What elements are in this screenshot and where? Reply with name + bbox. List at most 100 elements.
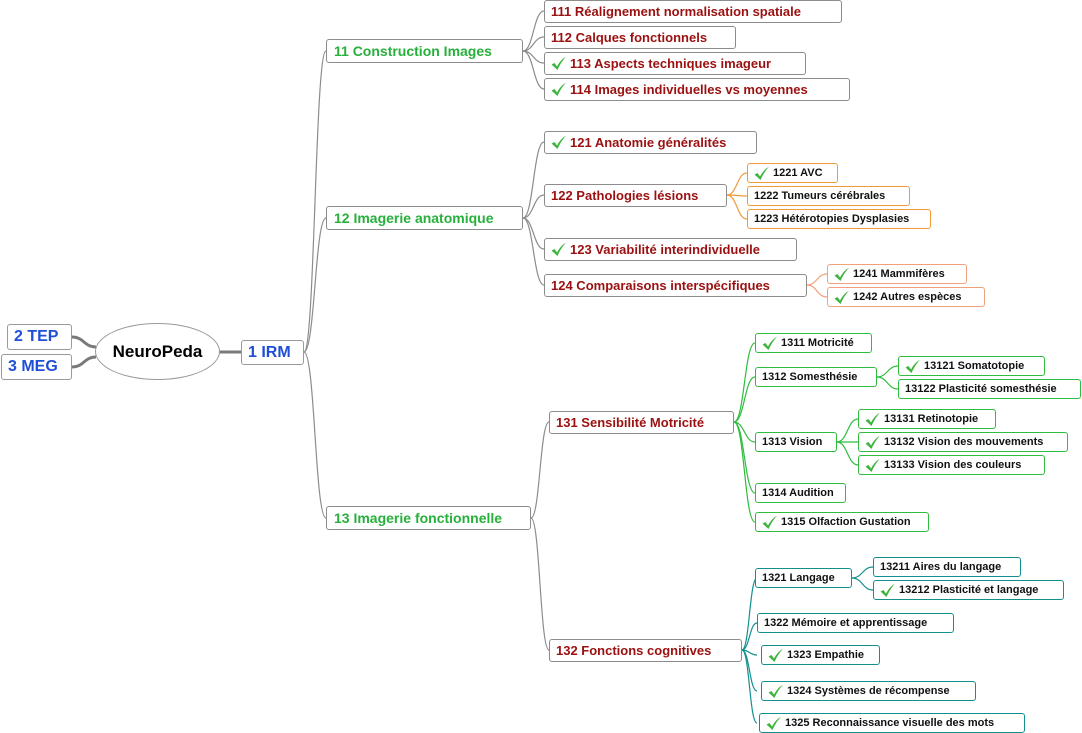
root-label: NeuroPeda — [112, 341, 203, 361]
connector — [303, 217, 327, 353]
node-label: 1222 Tumeurs cérébrales — [754, 190, 886, 202]
node-label: 124 Comparaisons interspécifiques — [551, 278, 770, 293]
check-icon — [768, 648, 783, 662]
check-icon — [905, 359, 920, 373]
connector — [741, 649, 758, 724]
connector — [303, 50, 327, 353]
connector — [522, 217, 545, 250]
node-label: 123 Variabilité interindividuelle — [570, 242, 761, 257]
connector — [71, 355, 97, 369]
node-label: 3 MEG — [8, 358, 58, 375]
node-1314[interactable]: 1314 Audition — [755, 483, 846, 503]
connector — [806, 284, 828, 298]
check-icon — [551, 82, 566, 96]
node-label: 132 Fonctions cognitives — [556, 643, 712, 658]
node-1221[interactable]: 1221 AVC — [747, 163, 838, 183]
node-label: 112 Calques fonctionnels — [551, 30, 708, 45]
node-2-tep[interactable]: 2 TEP — [7, 324, 72, 350]
connector — [876, 365, 899, 378]
connector — [71, 335, 97, 349]
node-123[interactable]: 123 Variabilité interindividuelle — [544, 238, 797, 261]
node-122[interactable]: 122 Pathologies lésions — [544, 184, 727, 207]
node-132[interactable]: 132 Fonctions cognitives — [549, 639, 742, 662]
node-label: 113 Aspects techniques imageur — [570, 56, 772, 71]
node-label: 1314 Audition — [762, 487, 834, 499]
node-124[interactable]: 124 Comparaisons interspécifiques — [544, 274, 807, 297]
node-1312[interactable]: 1312 Somesthésie — [755, 367, 877, 387]
check-icon — [768, 684, 783, 698]
node-label: 1223 Hétérotopies Dysplasies — [754, 213, 910, 225]
node-label: 1322 Mémoire et apprentissage — [764, 617, 928, 629]
node-114[interactable]: 114 Images individuelles vs moyennes — [544, 78, 850, 101]
root-node[interactable]: NeuroPeda — [95, 323, 220, 380]
check-icon — [551, 135, 566, 149]
check-icon — [754, 166, 769, 180]
node-label: 1321 Langage — [762, 572, 835, 584]
connector — [851, 577, 874, 591]
connector — [733, 421, 756, 523]
node-label: 1221 AVC — [773, 167, 823, 179]
node-13121[interactable]: 13121 Somatotopie — [898, 356, 1045, 376]
node-label: 2 TEP — [14, 328, 59, 345]
node-label: 1311 Motricité — [781, 337, 854, 349]
node-11[interactable]: 11 Construction Images — [326, 39, 523, 63]
node-1324[interactable]: 1324 Systèmes de récompense — [761, 681, 976, 701]
node-13133[interactable]: 13133 Vision des couleurs — [858, 455, 1045, 475]
node-label: 11 Construction Images — [334, 43, 492, 59]
node-1311[interactable]: 1311 Motricité — [755, 333, 872, 353]
check-icon — [762, 336, 777, 350]
node-3-meg[interactable]: 3 MEG — [1, 354, 72, 380]
node-1313[interactable]: 1313 Vision — [755, 432, 837, 452]
node-label: 1241 Mammifères — [853, 268, 945, 280]
node-1323[interactable]: 1323 Empathie — [761, 645, 880, 665]
node-1-irm[interactable]: 1 IRM — [241, 340, 304, 365]
check-icon — [834, 290, 849, 304]
connector — [806, 273, 828, 286]
check-icon — [865, 435, 880, 449]
node-label: 13212 Plasticité et langage — [899, 584, 1039, 596]
node-label: 12 Imagerie anatomique — [334, 210, 494, 226]
node-13131[interactable]: 13131 Retinotopie — [858, 409, 996, 429]
node-13212[interactable]: 13212 Plasticité et langage — [873, 580, 1064, 600]
connector — [836, 418, 859, 443]
node-label: 114 Images individuelles vs moyennes — [570, 82, 808, 97]
node-label: 111 Réalignement normalisation spatiale — [551, 4, 801, 19]
connector — [522, 194, 545, 219]
connector — [530, 517, 550, 651]
node-1315[interactable]: 1315 Olfaction Gustation — [755, 512, 929, 532]
connector — [522, 50, 545, 90]
node-131[interactable]: 131 Sensibilité Motricité — [549, 411, 734, 434]
node-13132[interactable]: 13132 Vision des mouvements — [858, 432, 1068, 452]
connector — [836, 441, 859, 466]
node-1241[interactable]: 1241 Mammifères — [827, 264, 967, 284]
connector — [530, 421, 550, 519]
node-113[interactable]: 113 Aspects techniques imageur — [544, 52, 806, 75]
check-icon — [865, 412, 880, 426]
node-1222[interactable]: 1222 Tumeurs cérébrales — [747, 186, 910, 206]
node-13122[interactable]: 13122 Plasticité somesthésie — [898, 379, 1081, 399]
connector — [733, 376, 756, 423]
node-112[interactable]: 112 Calques fonctionnels — [544, 26, 736, 49]
connector — [876, 376, 899, 390]
node-label: 131 Sensibilité Motricité — [556, 415, 705, 430]
node-121[interactable]: 121 Anatomie généralités — [544, 131, 757, 154]
node-13211[interactable]: 13211 Aires du langage — [873, 557, 1021, 577]
check-icon — [551, 56, 566, 70]
node-111[interactable]: 111 Réalignement normalisation spatiale — [544, 0, 842, 23]
node-label: 13211 Aires du langage — [880, 561, 1002, 573]
connector — [741, 577, 758, 651]
node-12[interactable]: 12 Imagerie anatomique — [326, 206, 523, 230]
node-1325[interactable]: 1325 Reconnaissance visuelle des mots — [759, 713, 1025, 733]
connector — [303, 351, 327, 519]
node-label: 122 Pathologies lésions — [551, 188, 699, 203]
check-icon — [766, 716, 781, 730]
node-label: 13 Imagerie fonctionnelle — [334, 510, 503, 526]
node-1223[interactable]: 1223 Hétérotopies Dysplasies — [747, 209, 931, 229]
connector — [522, 217, 545, 286]
node-1321[interactable]: 1321 Langage — [755, 568, 852, 588]
node-label: 13132 Vision des mouvements — [884, 436, 1044, 448]
node-13[interactable]: 13 Imagerie fonctionnelle — [326, 506, 531, 530]
node-1242[interactable]: 1242 Autres espèces — [827, 287, 985, 307]
node-1322[interactable]: 1322 Mémoire et apprentissage — [757, 613, 954, 633]
connector — [522, 10, 545, 52]
